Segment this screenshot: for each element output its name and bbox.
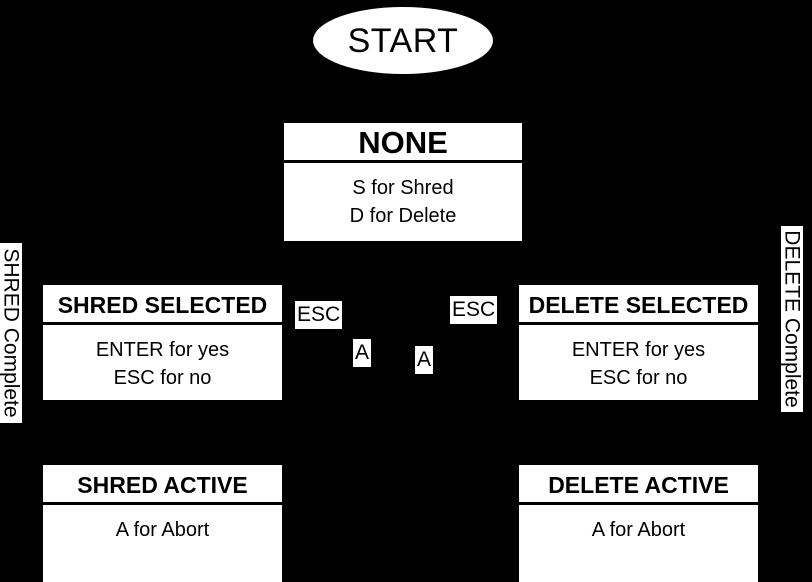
state-node-delete-active[interactable]: DELETE ACTIVE A for Abort — [519, 465, 758, 582]
state-body-delete-active: A for Abort — [591, 519, 686, 541]
edge-label-shred-complete-text: SHRED Complete — [0, 248, 24, 418]
edge-label-shred-complete: SHRED Complete — [0, 243, 24, 423]
edge-label-delete-complete: DELETE Complete — [781, 226, 804, 412]
state-title-none: NONE — [284, 123, 522, 163]
state-title-shred-active: SHRED ACTIVE — [43, 465, 282, 505]
state-title-shred-selected: SHRED SELECTED — [43, 285, 282, 325]
state-title-delete-active: DELETE ACTIVE — [519, 465, 758, 505]
edge-label-shred-abort: A — [353, 339, 372, 368]
start-node[interactable]: START — [313, 7, 493, 74]
state-node-delete-selected[interactable]: DELETE SELECTED ENTER for yes ESC for no — [519, 285, 758, 400]
start-node-label: START — [347, 21, 459, 60]
edge-label-delete-complete-text: DELETE Complete — [781, 230, 804, 408]
edge-label-delete-cancel: ESC — [450, 296, 498, 325]
state-body-shred-selected: ENTER for yes ESC for no — [95, 339, 230, 389]
state-title-delete-selected: DELETE SELECTED — [519, 285, 758, 325]
state-node-shred-selected[interactable]: SHRED SELECTED ENTER for yes ESC for no — [43, 285, 282, 400]
edge-label-shred-cancel: ESC — [295, 301, 343, 330]
edge-label-delete-abort: A — [415, 346, 434, 375]
state-body-shred-active: A for Abort — [115, 519, 210, 541]
state-node-none[interactable]: NONE S for Shred D for Delete — [284, 123, 522, 241]
state-body-delete-selected: ENTER for yes ESC for no — [571, 339, 706, 389]
state-body-none: S for Shred D for Delete — [349, 177, 457, 227]
state-node-shred-active[interactable]: SHRED ACTIVE A for Abort — [43, 465, 282, 582]
